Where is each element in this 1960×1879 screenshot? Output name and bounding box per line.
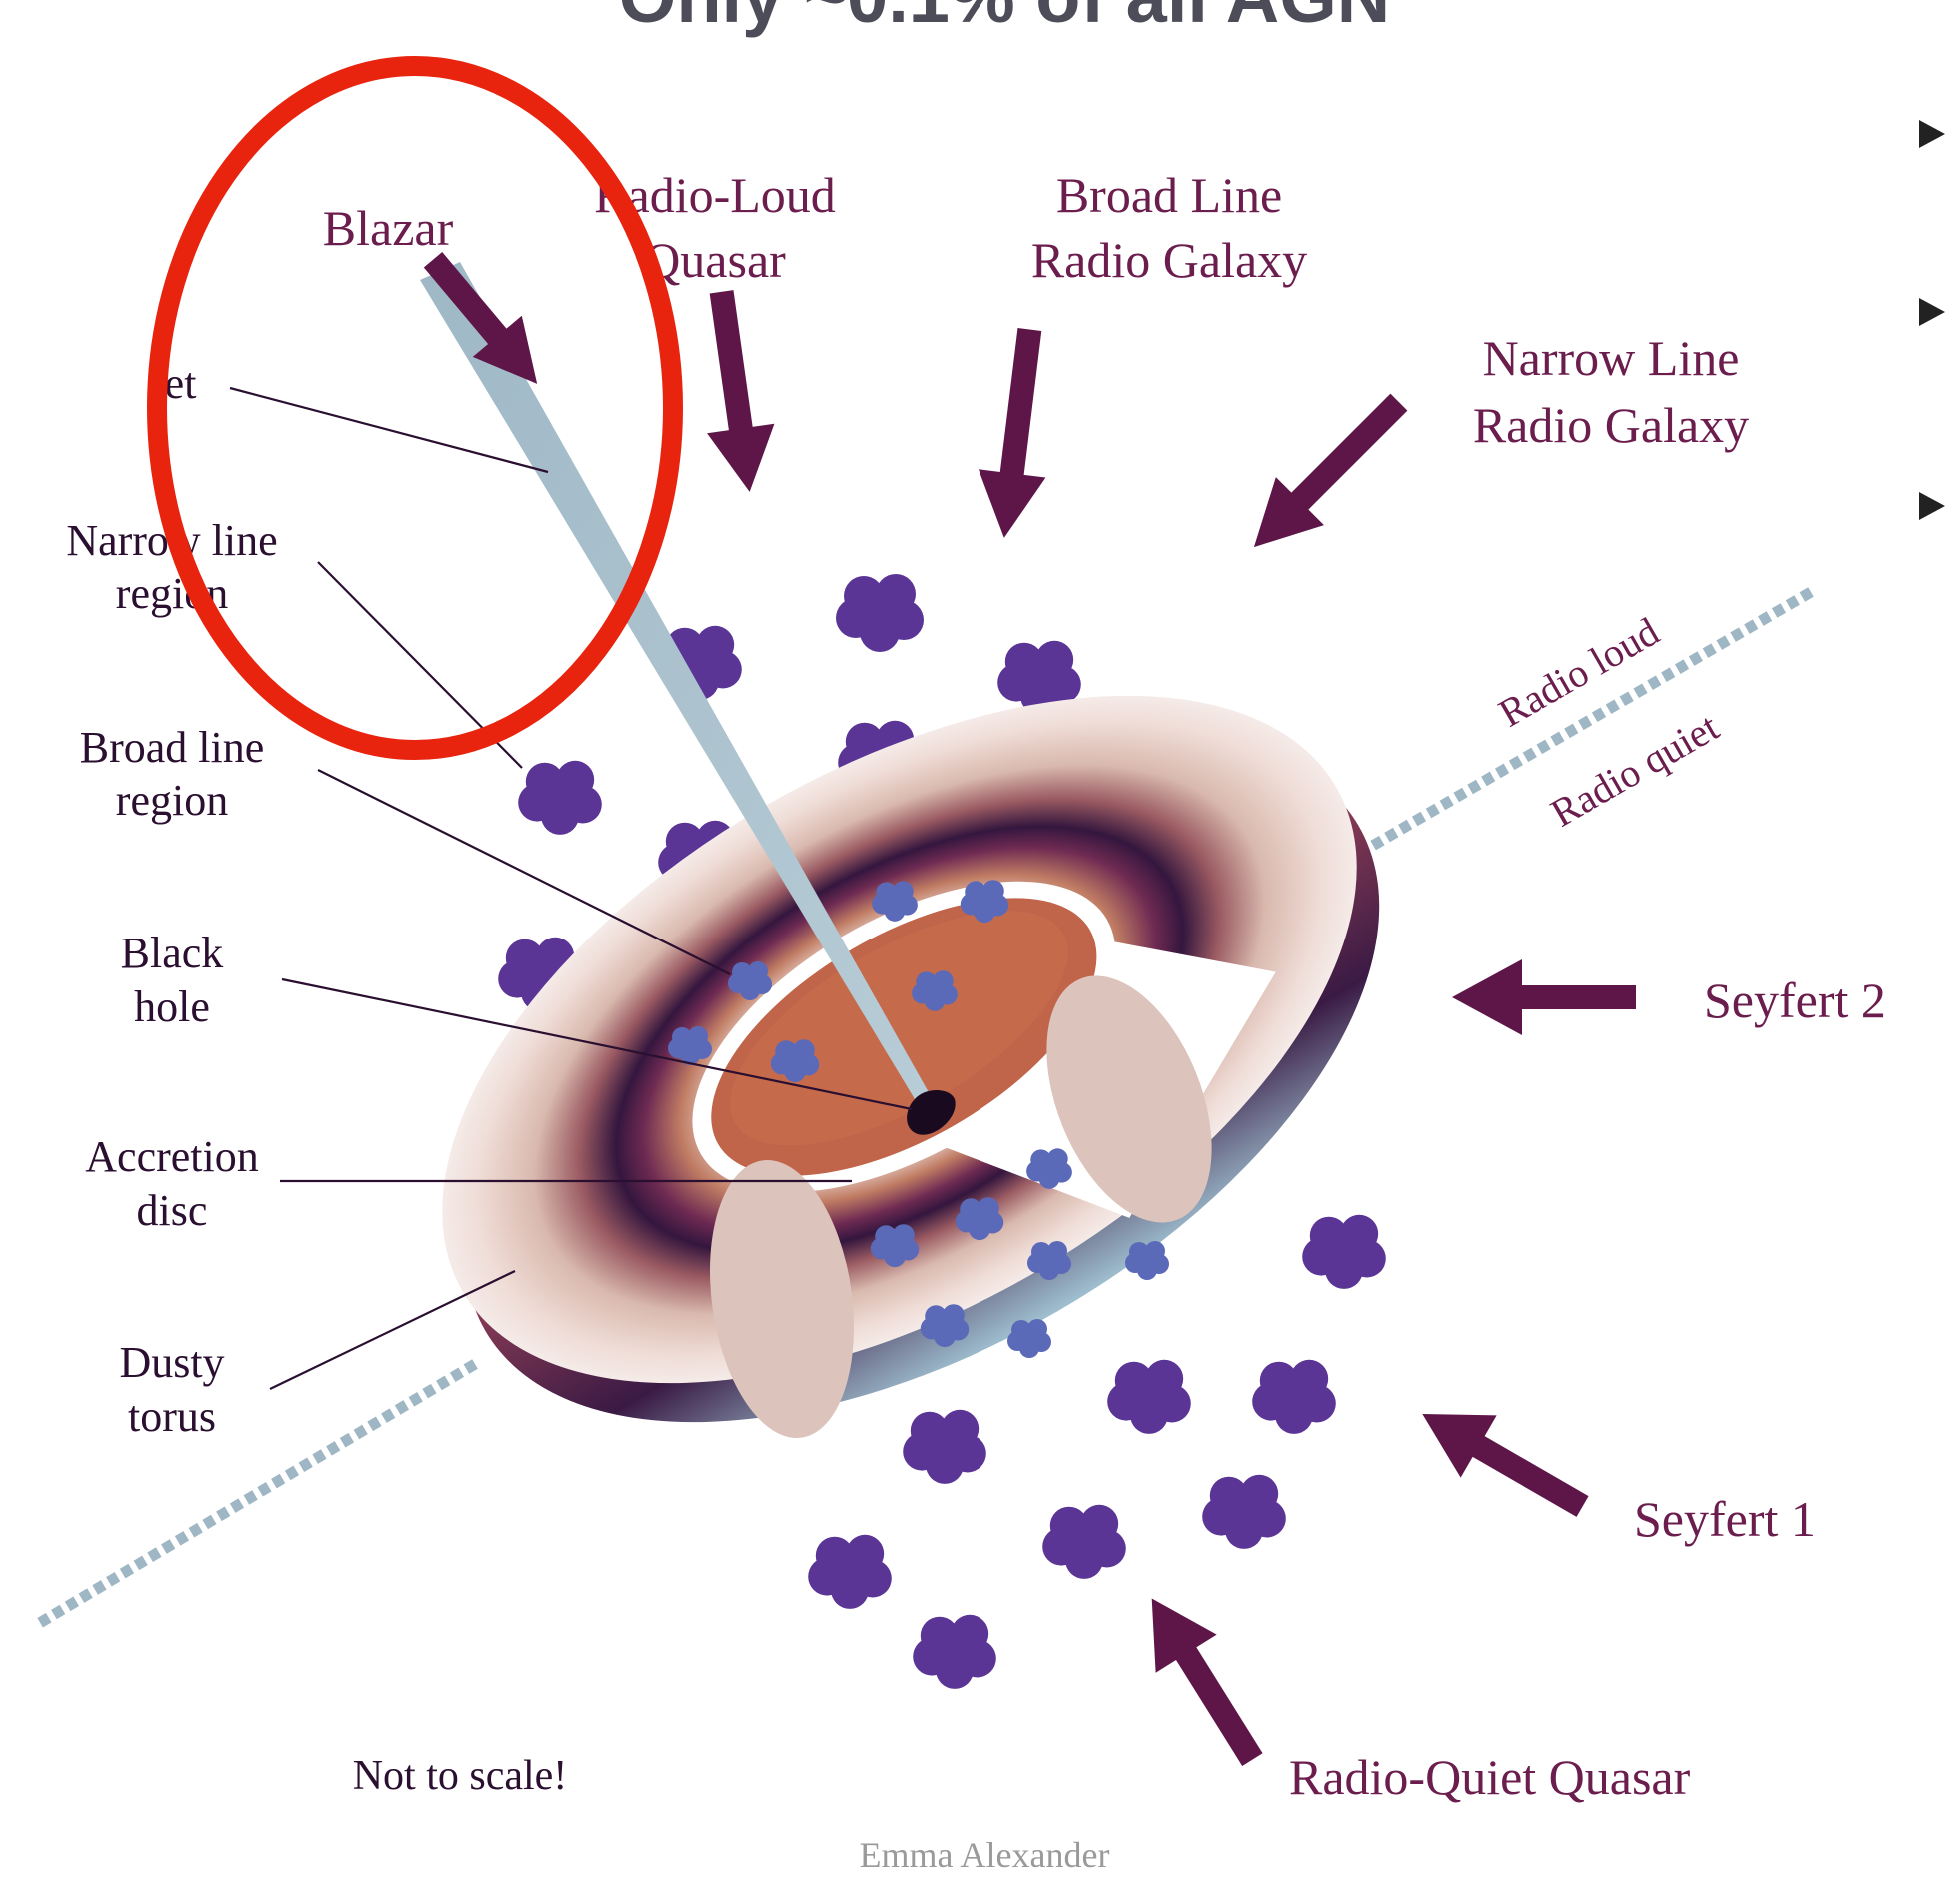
radio-loud-label: Radio loud: [1491, 608, 1667, 735]
nlrg-label-1: Narrow Line: [1483, 330, 1740, 386]
bullet-icon: [1919, 298, 1945, 326]
accretion-disc-label-2: disc: [137, 1186, 208, 1235]
image-credit: Emma Alexander: [860, 1835, 1110, 1874]
narrow-line-cloud: [1302, 1215, 1386, 1289]
radio-loud-quasar-label-2: Quasar: [644, 232, 786, 288]
blrg-label-2: Radio Galaxy: [1031, 232, 1307, 288]
broad-line-region-label-1: Broad line: [80, 723, 265, 772]
accretion-disc-label-1: Accretion: [85, 1132, 258, 1181]
blrg-label-1: Broad Line: [1056, 167, 1282, 223]
seyfert-2-arrow: [1452, 959, 1636, 1035]
broad-line-region-label-2: region: [116, 776, 228, 825]
not-to-scale-note: Not to scale!: [353, 1753, 568, 1799]
black-hole-label-1: Black: [121, 929, 224, 977]
seyfert-1-label: Seyfert 1: [1634, 1491, 1816, 1547]
blazar-highlight-circle: [157, 66, 673, 750]
narrow-line-cloud: [808, 1535, 892, 1609]
narrow-line-cloud: [518, 761, 602, 835]
dusty-torus-label-2: torus: [128, 1392, 216, 1441]
narrow-line-cloud: [1107, 1360, 1191, 1434]
narrow-line-cloud: [903, 1410, 986, 1484]
seyfert-2-label: Seyfert 2: [1704, 972, 1886, 1028]
slide-title: Only ~0.1% of all AGN: [619, 0, 1390, 38]
leader-dusty-torus: [270, 1271, 515, 1389]
narrow-line-cloud: [1202, 1475, 1286, 1549]
blazar-label: Blazar: [323, 200, 454, 256]
radio-loud-quasar-arrow: [688, 287, 783, 496]
nlrg-label-2: Radio Galaxy: [1473, 397, 1749, 453]
narrow-line-radio-galaxy-arrow: [1230, 378, 1423, 571]
black-hole-label-2: hole: [134, 982, 210, 1031]
broad-line-cloud: [1125, 1241, 1169, 1280]
bullet-markers: [1919, 120, 1945, 520]
radio-quiet-label: Radio quiet: [1543, 704, 1726, 836]
bullet-icon: [1919, 120, 1945, 148]
bullet-icon: [1919, 492, 1945, 520]
seyfert-1-arrow: [1404, 1383, 1600, 1538]
narrow-line-cloud: [1252, 1360, 1336, 1434]
broad-line-cloud: [1007, 1319, 1051, 1358]
dusty-torus-label-1: Dusty: [119, 1338, 224, 1387]
narrow-line-cloud: [1042, 1505, 1126, 1579]
narrow-line-cloud: [836, 574, 924, 652]
radio-quiet-quasar-arrow: [1121, 1579, 1283, 1778]
narrow-line-cloud: [913, 1615, 996, 1689]
broad-line-radio-galaxy-arrow: [971, 325, 1063, 542]
radio-quiet-quasar-label: Radio-Quiet Quasar: [1289, 1749, 1691, 1805]
